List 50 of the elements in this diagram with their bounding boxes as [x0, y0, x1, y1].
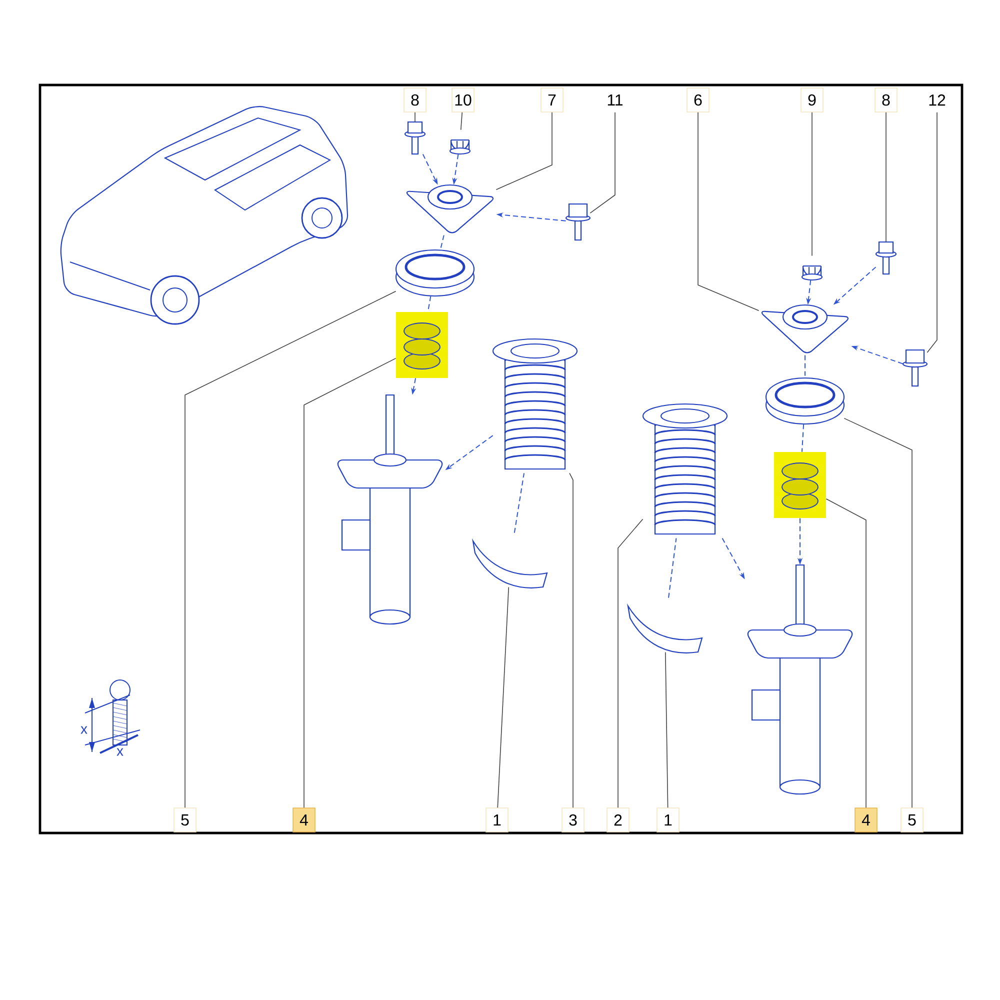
callout-number: 8: [404, 88, 426, 112]
leader-line: [497, 586, 510, 808]
leader-line: [414, 112, 416, 122]
leader-line: [569, 472, 574, 808]
callout-number: 5: [174, 808, 196, 832]
callout-number: 10: [452, 88, 474, 112]
callout-number: 4: [292, 808, 316, 832]
mount-plate-drawing: [406, 184, 494, 234]
leader-line: [618, 518, 644, 808]
leader-line: [665, 652, 668, 808]
strut-drawing: [337, 394, 443, 625]
leader-line: [496, 112, 552, 190]
bump-stop-drawing: [774, 452, 826, 518]
callout-number: 2: [606, 808, 630, 832]
nut-drawing: [801, 265, 823, 281]
callout-number: 6: [686, 88, 710, 112]
leader-line: [460, 112, 463, 130]
spring-seat-drawing: [627, 605, 703, 654]
bolt-drawing: [404, 121, 426, 155]
callout-number: 3: [562, 808, 584, 832]
callout-number: 9: [800, 88, 824, 112]
leader-line: [844, 418, 912, 808]
callout-number: 5: [900, 808, 924, 832]
bearing-drawing: [395, 249, 475, 297]
bolt-drawing: [902, 349, 928, 387]
bolt-drawing: [875, 241, 897, 275]
strut-drawing: [747, 564, 853, 795]
leader-line: [304, 358, 396, 808]
bump-stop-drawing: [396, 312, 448, 378]
spring-seat-drawing: [472, 540, 548, 588]
dust-boot-drawing: [492, 338, 578, 470]
callout-number: 7: [540, 88, 564, 112]
dust-boot-drawing: [642, 403, 728, 535]
callout-number: 4: [854, 808, 878, 832]
nut-drawing: [449, 139, 471, 155]
dimension-label: x: [80, 726, 88, 734]
callout-number: 11: [604, 88, 626, 112]
leader-line: [826, 498, 866, 808]
leader-line: [184, 290, 396, 808]
dimension-label: x: [116, 748, 124, 756]
callout-number: 8: [874, 88, 898, 112]
bolt-drawing: [565, 203, 591, 241]
leader-line: [926, 112, 938, 353]
callout-number: 1: [486, 808, 508, 832]
leader-line: [590, 112, 616, 214]
mount-plate-drawing: [761, 304, 849, 354]
leader-line: [698, 112, 760, 311]
callout-number: 1: [656, 808, 680, 832]
callout-number: 12: [926, 88, 948, 112]
bearing-drawing: [765, 377, 845, 425]
